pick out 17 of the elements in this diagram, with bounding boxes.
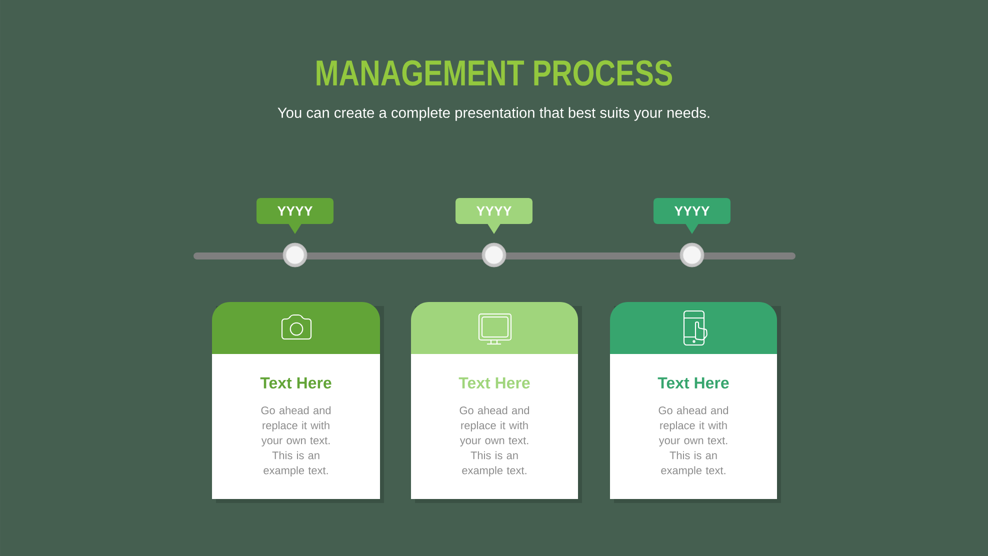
card-text: This is an example text. xyxy=(264,451,328,476)
title: MANAGEMENT PROCESS xyxy=(316,60,672,86)
card xyxy=(212,302,384,503)
card-text: Go ahead and replace it with your own text. xyxy=(261,406,331,446)
card-heading: Text Here xyxy=(260,377,332,389)
card-text: Go ahead and replace it with your own text. xyxy=(658,406,728,446)
card-text: This is an example text. xyxy=(462,451,526,476)
card-text: This is an example text. xyxy=(661,451,726,476)
callout-bubble: YYYY xyxy=(256,198,334,234)
card xyxy=(411,302,582,503)
card xyxy=(610,302,781,503)
subtitle: You can create a complete presentation that best suits your needs. xyxy=(278,107,710,121)
card-text: Go ahead and replace it with your own text. xyxy=(460,406,530,446)
callout-bubble: YYYY xyxy=(456,198,532,234)
callout-bubble: YYYY xyxy=(654,198,730,234)
card-heading: Text Here xyxy=(458,377,530,389)
card-heading: Text Here xyxy=(658,377,729,389)
